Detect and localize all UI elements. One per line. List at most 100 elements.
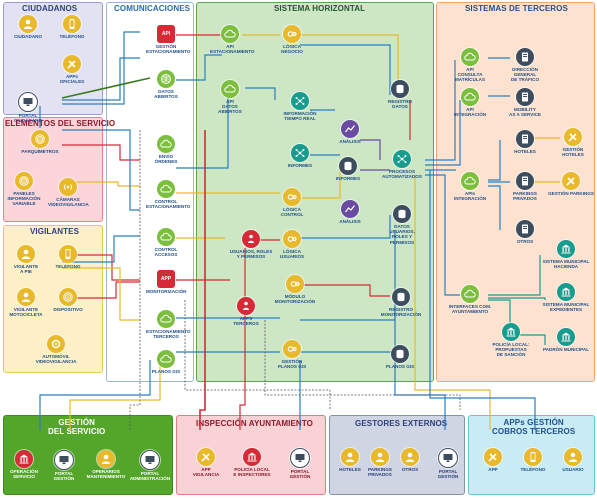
node-parkings-terceros[interactable]: PARKINGS PRIVADOS (505, 172, 545, 201)
node-control-estacionamiento[interactable]: CONTROL ESTACIONAMIENTO (146, 180, 191, 209)
node-padron-municipal[interactable]: PADRÓN MUNICIPAL (540, 328, 592, 352)
node-control-accesos[interactable]: CONTROL ACCESOS (146, 228, 186, 257)
node-hoteles-externos[interactable]: HOTELES (330, 448, 370, 472)
node-gestion-parkings[interactable]: GESTIÓN PARKINGS (548, 172, 594, 196)
node-label: ENVÍO ÓRDENES (154, 154, 178, 165)
node-dgt[interactable]: DIRECCIÓN GENERAL DE TRÁFICO (505, 48, 545, 83)
node-portal-gestion-inspeccion[interactable]: PORTAL GESTIÓN (280, 448, 320, 479)
building-icon (557, 283, 575, 301)
node-procesos-automatizados[interactable]: PROCESOS AUTOMATIZADOS (382, 150, 422, 179)
node-label: PANELES INFORMACIÓN VARIABLE (7, 191, 41, 207)
node-datos-abiertos-com[interactable]: DATOS ABIERTOS (146, 70, 186, 99)
node-label: OTROS (516, 239, 534, 244)
tools-icon (562, 172, 580, 190)
node-monitorizacion-com[interactable]: APP MONITORIZACIÓN (146, 270, 187, 294)
node-planos-gis-horizontal[interactable]: PLANOS GIS (380, 345, 420, 369)
node-vigilante-pie[interactable]: VIGILANTE A PIE (6, 245, 46, 274)
node-policia-local-sancion[interactable]: POLICÍA LOCAL: PROPUESTAS DE SANCIÓN (488, 323, 534, 358)
node-apis-integracion[interactable]: APIs INTEGRACIÓN (450, 172, 490, 201)
node-policia-inspectores[interactable]: POLICÍA LOCAL E INSPECTORES (228, 448, 276, 477)
node-api-consulta-matriculas[interactable]: API CONSULTA MATRÍCULAS (450, 48, 490, 83)
settings-icon (47, 335, 65, 353)
cloud-icon (157, 135, 175, 153)
cloud-icon (221, 80, 239, 98)
server-icon (516, 48, 534, 66)
node-envio-ordenes[interactable]: ENVÍO ÓRDENES (146, 135, 186, 164)
node-datos-usuarios[interactable]: DATOS USUARIOS, ROLES Y PERMISOS (382, 205, 422, 245)
node-api-integracion[interactable]: API INTEGRACIÓN (450, 88, 490, 117)
gears-icon (283, 188, 301, 206)
zone-title-apps: APPs GESTIÓN COBROS TERCEROS (492, 418, 576, 436)
node-camaras[interactable]: CÁMARAS VIDEOVIGILANCIA (48, 178, 89, 207)
node-label: TELÉFONO (55, 264, 81, 269)
building-icon (557, 240, 575, 258)
node-sistema-hacienda[interactable]: SISTEMA MUNICIPAL HACIENDA (540, 240, 592, 269)
node-label: AUTOMÓVIL VIDEOVIGILANCIA (35, 354, 77, 365)
node-hoteles-terceros[interactable]: HOTELES (505, 130, 545, 154)
node-logica-negocio[interactable]: LÓGICA NEGOCIO (272, 25, 312, 54)
node-api-datos-abiertos[interactable]: API DATOS ABIERTOS (210, 80, 250, 115)
node-otros-externos[interactable]: OTROS (390, 448, 430, 472)
node-interfaces-ayuntamiento[interactable]: INTERFACES COM. AYUNTAMIENTO (447, 285, 493, 314)
node-app-cobros[interactable]: APP (473, 448, 513, 472)
node-mobility[interactable]: MOBILITY AS A SERVICE (505, 88, 545, 117)
node-registro-datos[interactable]: REGISTRO DATOS (380, 80, 420, 109)
node-usuarios-roles[interactable]: USUARIOS, ROLES Y PERMISOS (225, 230, 277, 259)
monitor-icon (54, 450, 74, 470)
phone-icon (524, 448, 542, 466)
phone-icon (63, 15, 81, 33)
node-portal-administracion[interactable]: PORTAL ADMINISTRACIÓN (128, 450, 172, 481)
node-telefono-ciudadano[interactable]: TELÉFONO (52, 15, 92, 39)
node-label: PLANOS GIS (385, 364, 415, 369)
node-planos-gis-com[interactable]: PLANOS GIS (146, 350, 186, 374)
node-paneles[interactable]: PANELES INFORMACIÓN VARIABLE (4, 172, 44, 207)
node-informes-1[interactable]: INFORMES (280, 144, 320, 168)
broadcast-icon (59, 178, 77, 196)
node-dispositivo[interactable]: DISPOSITIVO (48, 288, 88, 312)
zone-title-terceros: SISTEMAS DE TERCEROS (465, 4, 568, 13)
node-parquimetros[interactable]: PARQUÍMETROS (20, 130, 60, 154)
node-ciudadano[interactable]: CIUDADANO (8, 15, 48, 39)
node-apps-oficiales[interactable]: APPs OFICIALES (52, 55, 92, 84)
node-telefono-vigilante[interactable]: TELÉFONO (48, 245, 88, 269)
node-parkings-externos[interactable]: PARKINGS PRIVADOS (360, 448, 400, 477)
node-estacionamiento-terceros[interactable]: ESTACIONAMIENTO TERCEROS (146, 310, 191, 339)
fingerprint-icon (15, 172, 33, 190)
node-app-vigilancia[interactable]: APP VIGILANCIA (186, 448, 226, 477)
node-automovil[interactable]: AUTOMÓVIL VIDEOVIGILANCIA (26, 335, 86, 364)
node-operarios[interactable]: OPERARIOS MANTENIMIENTO (86, 450, 126, 479)
node-otros-terceros[interactable]: OTROS (505, 220, 545, 244)
node-portal-gestion-externos[interactable]: PORTAL GESTIÓN (428, 448, 468, 479)
node-label: GESTIÓN HOTELES (562, 147, 584, 158)
node-label: LÓGICA USUARIOS (279, 249, 305, 260)
person-icon (97, 450, 115, 468)
node-portal-ciudadano[interactable]: PORTAL CIUDADANO (8, 92, 48, 123)
node-registro-monitorizacion[interactable]: REGISTRO MONITORIZACIÓN (378, 288, 424, 317)
node-gestion-hoteles[interactable]: GESTIÓN HOTELES (553, 128, 593, 157)
cloud-icon (461, 48, 479, 66)
node-sistema-expedientes[interactable]: SISTEMA MUNICIPAL EXPEDIENTES (540, 283, 592, 312)
node-operacion-servicio[interactable]: OPERACIÓN SERVICIO (4, 450, 44, 479)
node-logica-control[interactable]: LÓGICA CONTROL (272, 188, 312, 217)
node-telefono-cobros[interactable]: TELÉFONO (513, 448, 553, 472)
app-badge-icon: APP (157, 270, 175, 288)
node-gestion-planos-gis[interactable]: GESTIÓN PLANOS GIS (272, 340, 312, 369)
node-api-estacionamiento[interactable]: API ESTACIONAMIENTO (210, 25, 255, 54)
gears-icon (283, 25, 301, 43)
node-label: DATOS ABIERTOS (154, 89, 178, 100)
node-label: PORTAL CIUDADANO (13, 113, 43, 124)
node-logica-usuarios[interactable]: LÓGICA USUARIOS (272, 230, 312, 259)
node-informacion-tiempo-real[interactable]: INFORMACIÓN TIEMPO REAL (280, 92, 320, 121)
node-usuario-cobros[interactable]: USUARIO (553, 448, 593, 472)
node-analisis-2[interactable]: ANÁLISIS (330, 200, 370, 224)
node-gestion-estacionamiento[interactable]: API GESTIÓN ESTACIONAMIENTO (146, 25, 191, 54)
node-analisis-1[interactable]: ANÁLISIS (330, 120, 370, 144)
node-portal-gestion-servicio[interactable]: PORTAL GESTIÓN (44, 450, 84, 481)
node-apps-terceros[interactable]: APPS TERCEROS (226, 297, 266, 326)
node-vigilante-moto[interactable]: VIGILANTE MOTOCICLETA (6, 288, 46, 317)
node-informes-2[interactable]: INFORMES (328, 157, 368, 181)
person-icon (401, 448, 419, 466)
tools-icon (484, 448, 502, 466)
zone-title-gestion: GESTIÓN DEL SERVICIO (48, 418, 106, 436)
node-modulo-monitorizacion[interactable]: MÓDULO MONITORIZACIÓN (272, 275, 318, 304)
